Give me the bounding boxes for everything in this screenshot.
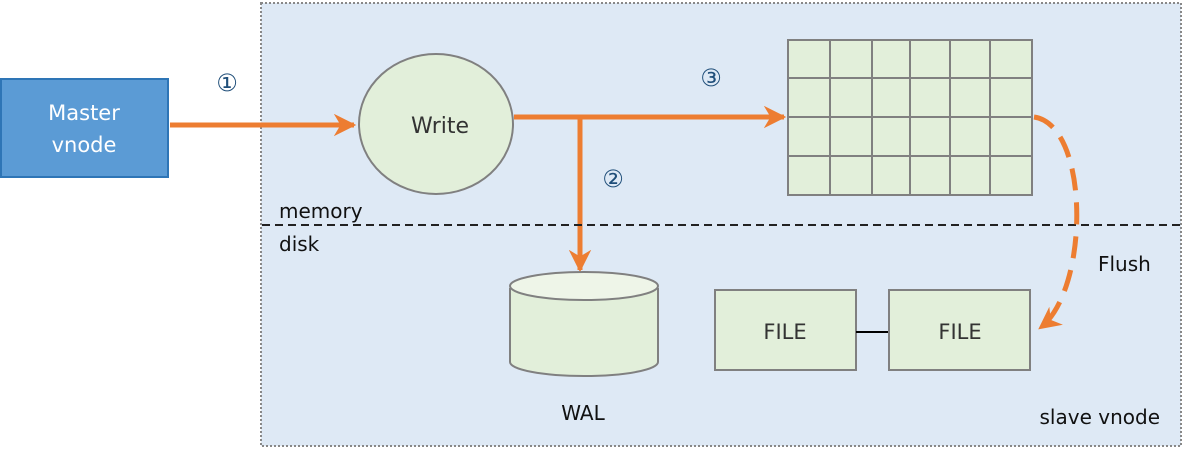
step-1-label: ①	[216, 69, 238, 97]
wal-label: WAL	[561, 401, 605, 425]
memtable-cell	[787, 116, 831, 157]
master-label-2: vnode	[52, 133, 117, 157]
memtable-cell	[829, 155, 873, 196]
memtable-cell	[871, 116, 911, 157]
memtable-cell	[909, 77, 951, 118]
write-node	[358, 53, 514, 195]
memtable-cell	[829, 77, 873, 118]
master-vnode-box	[0, 78, 169, 178]
step-3-label: ③	[700, 64, 722, 92]
memtable-cell	[787, 77, 831, 118]
memtable-cell	[989, 77, 1033, 118]
file-label-1: FILE	[763, 320, 806, 344]
memtable-cell	[871, 77, 911, 118]
memtable-cell	[989, 155, 1033, 196]
memtable-cell	[909, 116, 951, 157]
memtable-cell	[871, 155, 911, 196]
memtable-cell	[949, 155, 991, 196]
wal-cylinder	[509, 271, 659, 377]
memtable-cell	[787, 39, 831, 79]
memtable-cell	[787, 155, 831, 196]
slave-vnode-label: slave vnode	[1040, 405, 1160, 429]
flush-arrow	[1033, 114, 1080, 330]
memory-label: memory	[279, 199, 363, 223]
memtable-cell	[909, 155, 951, 196]
flush-label: Flush	[1098, 252, 1151, 276]
memtable-cell	[949, 116, 991, 157]
master-label-1: Master	[48, 101, 120, 125]
memtable-grid	[787, 39, 1033, 196]
memtable-cell	[909, 39, 951, 79]
file-label-2: FILE	[938, 320, 981, 344]
memtable-cell	[949, 39, 991, 79]
disk-label: disk	[279, 232, 320, 256]
memtable-cell	[989, 39, 1033, 79]
memtable-cell	[871, 39, 911, 79]
memtable-cell	[949, 77, 991, 118]
write-label: Write	[411, 114, 469, 139]
memtable-cell	[989, 116, 1033, 157]
file-box-2	[888, 289, 1031, 371]
step-2-label: ②	[602, 165, 624, 193]
memtable-cell	[829, 39, 873, 79]
file-box-1	[714, 289, 857, 371]
memtable-cell	[829, 116, 873, 157]
